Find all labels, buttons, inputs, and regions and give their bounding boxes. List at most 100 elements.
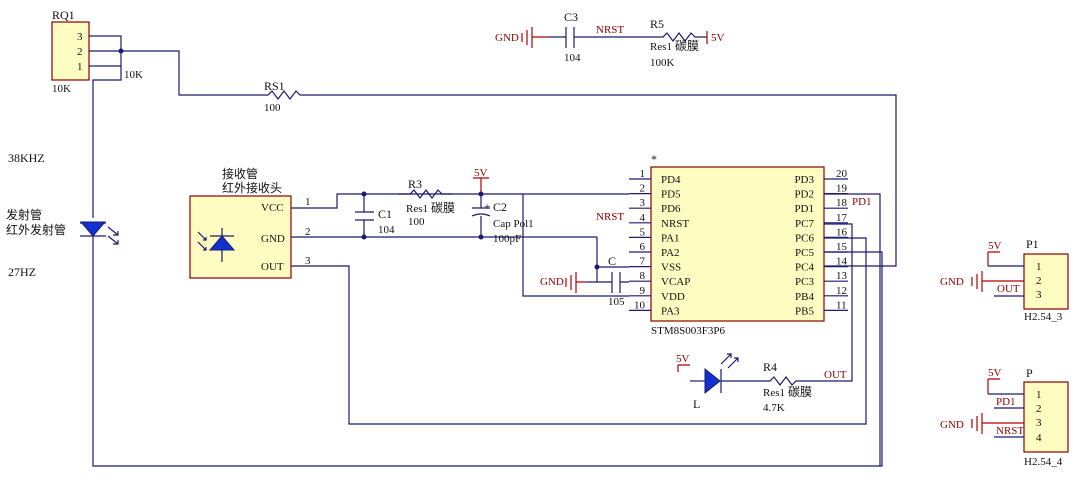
p1-pin2: 2 <box>1036 275 1042 287</box>
c-ref: C <box>608 254 616 268</box>
p1-pin1: 1 <box>1036 261 1042 273</box>
vcc-symbol-led <box>677 364 690 372</box>
gnd-symbol <box>971 413 1024 434</box>
p1-body <box>1023 253 1069 310</box>
p-connector[interactable]: P 1 2 3 4 H2.54_4 <box>1023 366 1069 468</box>
r3-type: Res1 <box>406 203 428 215</box>
c2-value: 100pF <box>493 233 521 245</box>
p1-footprint: H2.54_3 <box>1024 311 1063 323</box>
pd2-wire <box>824 193 881 466</box>
emitter-subtitle: 红外发射管 <box>6 222 66 237</box>
rq1-wiper-value: 10K <box>124 69 143 81</box>
emitter-ray-2 <box>107 235 119 245</box>
mcu-left-pin-name: PA2 <box>661 247 680 259</box>
c3-value: 104 <box>564 52 581 64</box>
gnd-symbol-p1: GND <box>940 271 1024 292</box>
vcc-label-led: 5V <box>676 353 690 365</box>
mcu-right-pin-name: PC3 <box>795 276 814 288</box>
junction <box>361 234 367 240</box>
mcu-right-pin-number: 11 <box>836 299 847 311</box>
mcu-right-pin-name: PD2 <box>794 189 814 201</box>
r3-material: 碳膜 <box>431 201 455 215</box>
r5-symbol <box>655 32 707 42</box>
rq1-wiper-wire <box>89 50 250 96</box>
r5-ref: R5 <box>650 17 664 31</box>
mcu-right-pin-number: 19 <box>836 183 848 195</box>
rq1-pin3: 3 <box>77 31 83 43</box>
junction <box>478 191 484 197</box>
junction <box>118 48 124 54</box>
note-38khz: 38KHZ <box>8 151 45 165</box>
mcu-left-pin-name: NRST <box>661 218 689 230</box>
c2-plus: + <box>484 201 490 213</box>
mcu-left-pin-number: 7 <box>640 256 646 268</box>
mcu-right-pin-number: 16 <box>836 226 848 238</box>
mcu-left-pin-name: VDD <box>661 291 685 303</box>
gnd-label-c3: GND <box>495 32 519 44</box>
receiver-subtitle: 红外接收头 <box>222 180 282 195</box>
photodiode-bars <box>210 235 234 262</box>
rs1-resistor[interactable]: RS1 100 <box>250 79 312 114</box>
p-body <box>1023 381 1069 453</box>
note-27hz: 27HZ <box>8 265 36 279</box>
p1-ref: P1 <box>1026 237 1039 251</box>
vcc-label-p1: 5V <box>988 240 1002 252</box>
rq1-pin1: 1 <box>77 61 83 73</box>
c-value: 105 <box>608 296 625 308</box>
mcu-right-pin-name: PC4 <box>795 262 814 274</box>
receiver-pin-num-1: 1 <box>305 196 311 208</box>
c-capacitor[interactable]: C 105 <box>587 254 629 308</box>
led[interactable]: L <box>690 353 762 411</box>
mcu-left-pin-number: 5 <box>640 226 646 238</box>
photodiode-ray-2 <box>197 241 207 251</box>
rq1-to-emitter-wire <box>92 66 122 218</box>
mcu-right-pin-number: 14 <box>836 256 848 268</box>
mcu-left-pin-name: PD5 <box>661 189 681 201</box>
c3-capacitor[interactable]: C3 104 <box>548 10 594 64</box>
mcu-right-pin-name: PD3 <box>794 174 814 186</box>
mcu-left-pin-number: 6 <box>640 241 646 253</box>
r3-resistor[interactable]: R3 Res1 碳膜 100 <box>398 177 455 228</box>
rq1-potentiometer[interactable]: RQ1 3 2 1 10K 10K <box>51 8 143 95</box>
emitter-triangle <box>79 221 107 237</box>
gnd-symbol-p: GND <box>940 413 1024 434</box>
r4-resistor[interactable]: R4 Res1 碳膜 4.7K <box>762 360 812 414</box>
p-pin4: 4 <box>1036 432 1042 444</box>
p-footprint: H2.54_4 <box>1024 456 1063 468</box>
ir-emitter[interactable]: 发射管 红外发射管 <box>6 207 119 245</box>
mcu-left-pin-number: 10 <box>634 299 646 311</box>
mcu-left-pin-name: PD4 <box>661 174 681 186</box>
mcu-right-pin-name: PC7 <box>795 218 814 230</box>
p-pin1: 1 <box>1036 389 1042 401</box>
r5-resistor[interactable]: R5 Res1 碳膜 100K <box>650 17 707 69</box>
c1-value: 104 <box>378 224 395 236</box>
receiver-pin-gnd: GND <box>261 233 285 245</box>
p1-pin3: 3 <box>1036 289 1042 301</box>
r3-symbol <box>398 189 452 199</box>
ir-receiver[interactable]: 接收管 红外接收头 VCC GND OUT 1 2 3 <box>189 166 311 279</box>
emitter-ray-1 <box>107 226 119 236</box>
c1-capacitor[interactable]: C1 104 <box>355 194 395 237</box>
rq1-body <box>51 21 90 81</box>
gnd-symbol <box>971 271 1024 292</box>
vcc-symbol-p <box>987 378 1000 394</box>
gnd-symbol <box>565 272 587 293</box>
mcu-left-pin-name: PD6 <box>661 203 681 215</box>
rs1-to-pc4-wire <box>312 94 897 267</box>
out-led-label: OUT <box>824 369 847 381</box>
mcu-right-pin-name: PC5 <box>795 247 814 259</box>
r4-symbol <box>762 376 808 386</box>
mcu-left-pin-name: PA1 <box>661 232 680 244</box>
rq1-ref: RQ1 <box>52 8 75 22</box>
mcu-right-pin-name: PD1 <box>794 203 814 215</box>
pd1-mcu-label: PD1 <box>852 196 872 208</box>
p1-connector[interactable]: P1 1 2 3 H2.54_3 <box>1023 237 1069 323</box>
p-ref: P <box>1026 366 1033 380</box>
receiver-pin-num-2: 2 <box>305 226 311 238</box>
c2-capacitor[interactable]: + C2 Cap Pol1 100pF <box>471 194 534 245</box>
vcc-label-c2: 5V <box>474 167 488 179</box>
c3-symbol <box>548 27 594 48</box>
